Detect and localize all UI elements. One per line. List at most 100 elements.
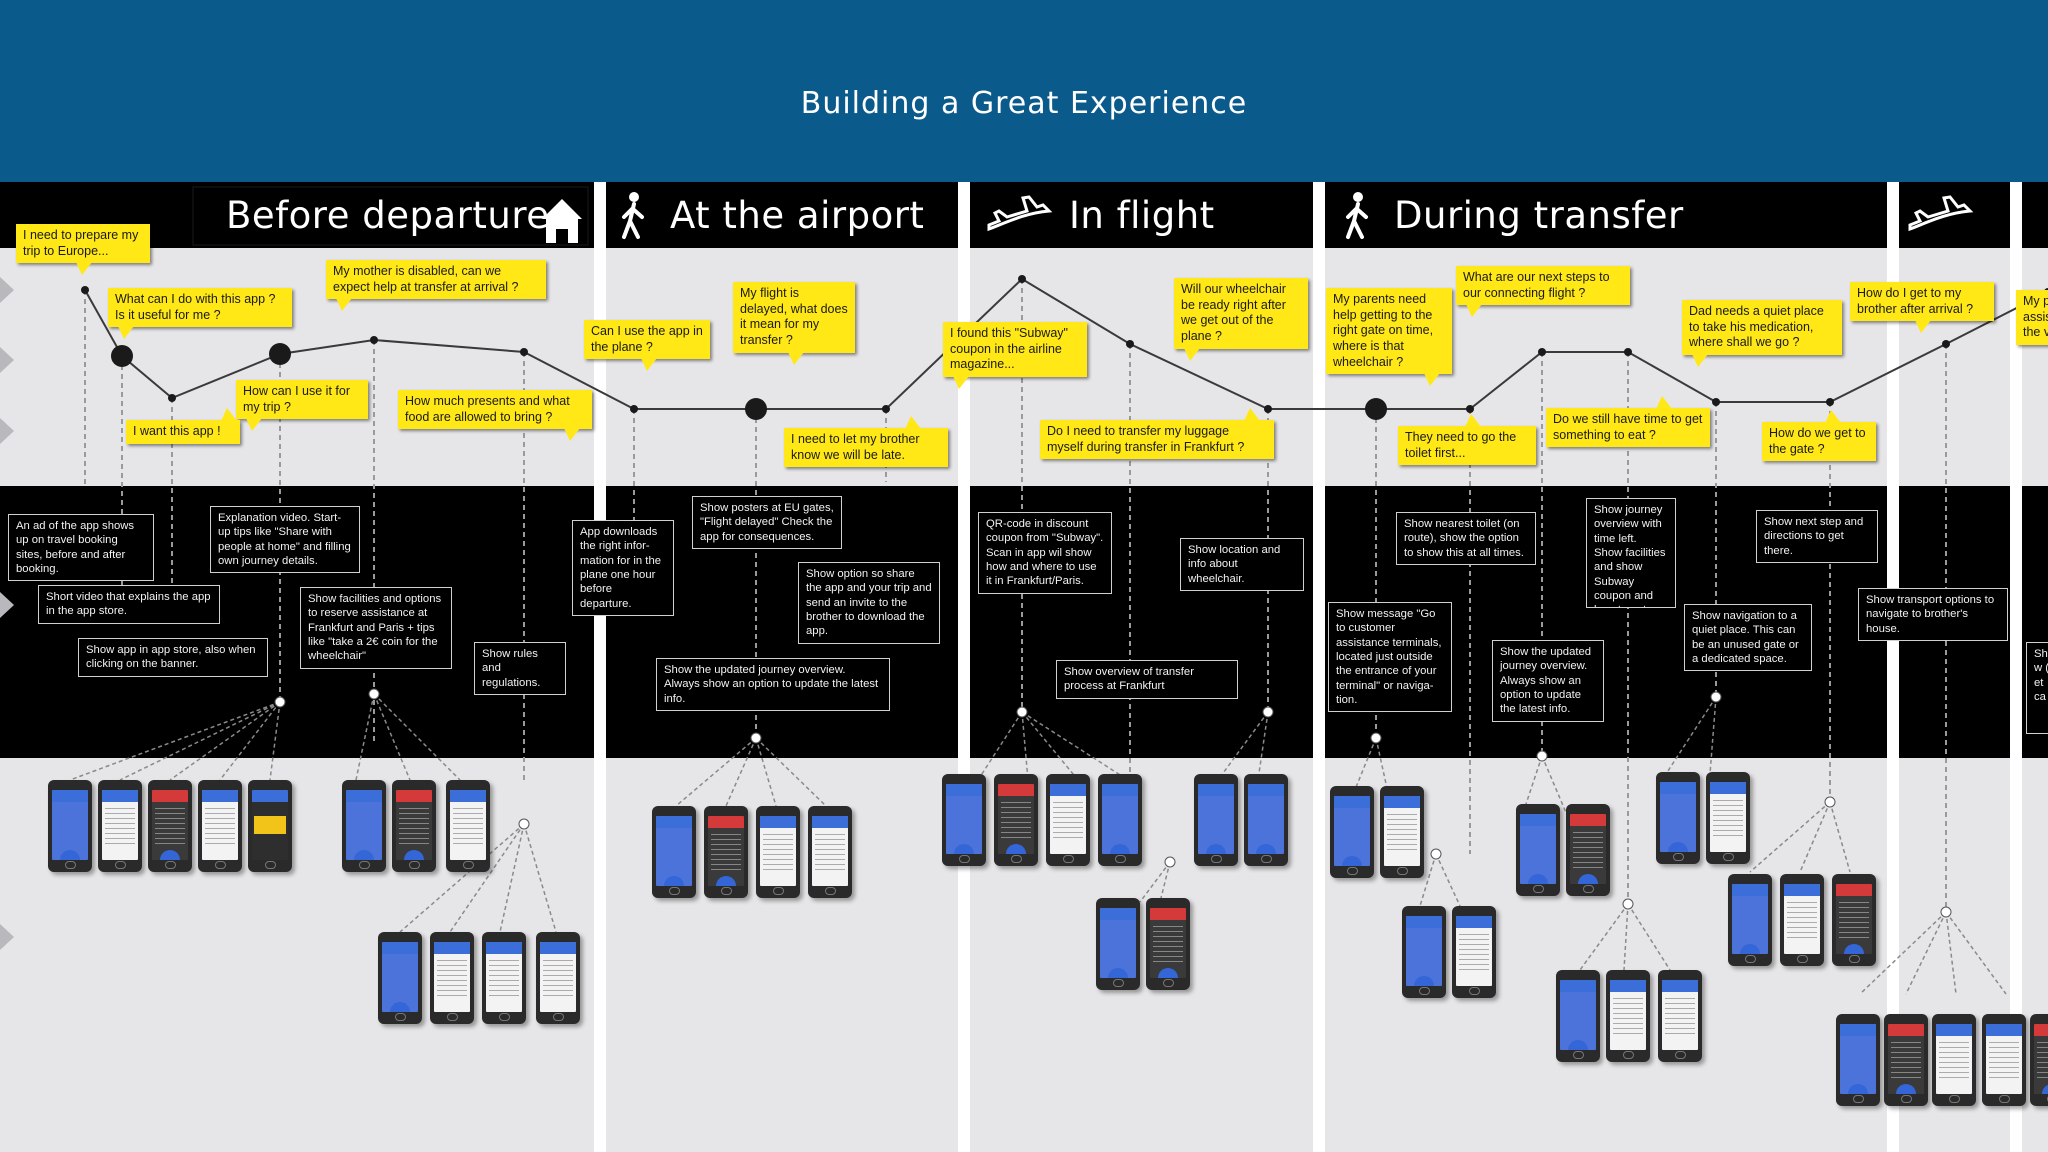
question-note: How do I get to my brother after arrival…: [1850, 282, 1994, 334]
screen-content: [205, 808, 235, 848]
screen-dial: [1578, 874, 1598, 884]
phone-mockup: [942, 774, 986, 866]
home-button: [1573, 1051, 1584, 1059]
screen-dial: [1740, 944, 1760, 954]
phone-screen: [1334, 796, 1370, 866]
house-icon: [540, 188, 584, 254]
home-button: [1115, 855, 1126, 863]
journey-dot: [81, 286, 89, 294]
phone-mockup: [1832, 874, 1876, 966]
touchpoint-box: Show option so share the app and your tr…: [798, 562, 940, 644]
lane-arrival: [1906, 182, 1976, 248]
connector-line: [373, 693, 461, 781]
connector-line: [977, 711, 1023, 781]
journey-milestone-dot: [111, 345, 133, 367]
home-button: [1797, 955, 1808, 963]
screen-dial: [1108, 968, 1128, 978]
phone-mockup: [994, 774, 1038, 866]
phone-screen: [656, 816, 692, 886]
phone-mockup: [378, 932, 422, 1024]
screen-dial: [1668, 842, 1688, 852]
connector-line: [1665, 696, 1717, 775]
phone-mockup: [1556, 970, 1600, 1062]
screen-header-bar: [540, 942, 576, 954]
phone-screen: [946, 784, 982, 854]
touchpoint-box: Show transport options to navigate to br…: [1858, 588, 2008, 642]
connector-line: [725, 737, 757, 807]
journey-dot: [1624, 348, 1632, 356]
phone-screen: [1662, 980, 1698, 1050]
phone-mockup: [430, 932, 474, 1024]
walking-person-icon: [622, 192, 644, 239]
home-button: [1211, 855, 1222, 863]
home-button: [1163, 979, 1174, 987]
connector-line: [1435, 853, 1461, 907]
phone-mockup: [248, 780, 292, 872]
question-note: I need to prepare my trip to Europe...: [16, 224, 150, 276]
phone-screen: [1732, 884, 1768, 954]
phone-screen: [1050, 784, 1086, 854]
journey-dot: [520, 348, 528, 356]
home-button: [1063, 855, 1074, 863]
screen-dial: [1006, 844, 1026, 854]
connector-line: [449, 823, 525, 933]
connector-line: [1749, 801, 1831, 873]
phone-screen: [52, 790, 88, 860]
screen-dial: [664, 876, 684, 886]
screen-content: [763, 834, 793, 874]
screen-content: [105, 808, 135, 848]
phone-mockup: [1046, 774, 1090, 866]
home-button: [1397, 867, 1408, 875]
phone-mockup: [1098, 774, 1142, 866]
home-button: [1853, 1095, 1864, 1103]
screen-header-bar: [1102, 784, 1138, 796]
screen-dial: [404, 850, 424, 860]
screen-dial: [1206, 844, 1226, 854]
touchpoint-box: An ad of the app shows up on travel book…: [8, 514, 154, 582]
connector-line: [755, 737, 827, 807]
phone-mockup: [1728, 874, 1772, 966]
connector-hub: [1940, 906, 1952, 918]
phone-mockup: [1884, 1014, 1928, 1106]
connector-line: [523, 823, 557, 933]
home-button: [115, 861, 126, 869]
touchpoint-box: QR-code in discount coupon from "Subway"…: [978, 512, 1112, 594]
question-note: My mother is disabled, can we expect hel…: [326, 260, 546, 312]
phone-screen: [382, 942, 418, 1012]
phone-screen: [998, 784, 1034, 854]
connector-line: [675, 737, 757, 807]
phone-screen: [1784, 884, 1820, 954]
screen-dial: [1848, 1084, 1868, 1094]
phone-mockup: [98, 780, 142, 872]
connector-hub: [1710, 691, 1722, 703]
phone-screen: [708, 816, 744, 886]
question-note: Will our wheelchair be ready right after…: [1174, 278, 1308, 360]
screen-content: [815, 834, 845, 874]
touchpoint-box: Show journey overview with time left. Sh…: [1586, 498, 1676, 608]
screen-header-bar: [1610, 980, 1646, 992]
home-button: [1419, 987, 1430, 995]
phone-mockup: [808, 806, 852, 898]
connector-line: [1021, 711, 1129, 781]
connector-hub: [750, 732, 762, 744]
phone-screen: [396, 790, 432, 860]
screen-content: [437, 960, 467, 1000]
screen-header-bar: [1710, 782, 1746, 794]
home-button: [1623, 1051, 1634, 1059]
journey-dot: [1018, 275, 1026, 283]
screen-header-bar: [812, 816, 848, 828]
journey-dot: [1126, 340, 1134, 348]
home-button: [669, 887, 680, 895]
connector-line: [1829, 801, 1851, 873]
home-button: [215, 861, 226, 869]
phone-mockup: [1606, 970, 1650, 1062]
connector-line: [1623, 903, 1629, 971]
screen-header-bar: [946, 784, 982, 796]
home-button: [499, 1013, 510, 1021]
connector-line: [373, 693, 411, 781]
screen-header-bar: [1570, 814, 1606, 826]
phone-mockup: [1780, 874, 1824, 966]
home-button: [1673, 853, 1684, 861]
touchpoint-box: App downloads the right infor- mation fo…: [572, 520, 674, 617]
phone-mockup: [1244, 774, 1288, 866]
